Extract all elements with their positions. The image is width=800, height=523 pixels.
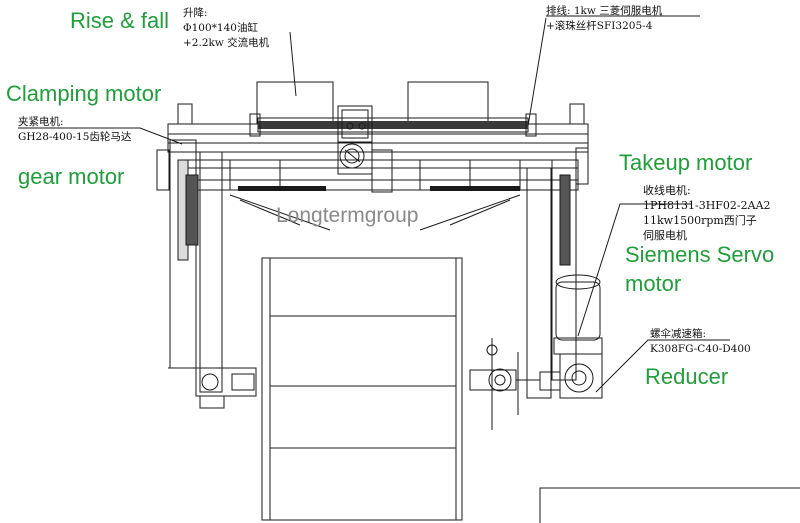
watermark-text: Longtermgroup	[276, 204, 419, 227]
note-lift: 升降: Φ100*140油缸 +2.2kw 交流电机	[183, 6, 269, 51]
leader-lift	[289, 31, 297, 97]
note-takeup-line3: 11kw1500rpm西门子	[643, 214, 757, 227]
label-reducer: Reducer	[645, 364, 729, 389]
middle-beam	[177, 159, 579, 191]
leader-clamp	[18, 127, 183, 145]
note-clamp: 夹紧电机: GH28-400-15齿轮马达	[18, 115, 131, 145]
note-takeup-line2: 1PH8131-3HF02-2AA2	[643, 199, 771, 212]
label-takeup-motor: Takeup motor	[619, 150, 753, 175]
note-lift-line3: +2.2kw 交流电机	[183, 37, 270, 49]
reel-frame	[261, 257, 463, 521]
leader-reducer	[595, 339, 730, 393]
label-siemens-servo-line1: Siemens Servo	[625, 242, 775, 267]
right-frame	[526, 167, 552, 399]
note-traverse-line1: 排线: 1kw 三菱伺服电机	[546, 5, 663, 17]
note-takeup-line1: 收线电机:	[643, 184, 691, 197]
note-takeup: 收线电机: 1PH8131-3HF02-2AA2 11kw1500rpm西门子 …	[643, 183, 771, 243]
note-clamp-line1: 夹紧电机:	[18, 116, 64, 128]
label-clamping-motor: Clamping motor	[6, 81, 162, 106]
note-traverse: 排线: 1kw 三菱伺服电机 +滚珠丝杆SFI3205-4	[546, 4, 662, 34]
note-takeup-line4: 伺服电机	[643, 229, 687, 242]
note-reducer-line1: 螺伞减速箱:	[650, 328, 707, 340]
note-lift-line1: 升降:	[183, 7, 208, 19]
label-siemens-servo-line2: motor	[625, 271, 682, 296]
label-gear-motor: gear motor	[18, 164, 125, 189]
note-traverse-line2: +滚珠丝杆SFI3205-4	[546, 20, 653, 32]
servo-motor	[555, 281, 601, 341]
leader-takeup	[577, 203, 692, 337]
note-reducer-line2: K308FG-C40-D400	[650, 343, 751, 355]
note-lift-line2: Φ100*140油缸	[183, 22, 258, 34]
note-reducer: 螺伞减速箱: K308FG-C40-D400	[650, 327, 751, 357]
note-clamp-line2: GH28-400-15齿轮马达	[18, 131, 132, 143]
label-rise-fall: Rise & fall	[70, 8, 170, 33]
